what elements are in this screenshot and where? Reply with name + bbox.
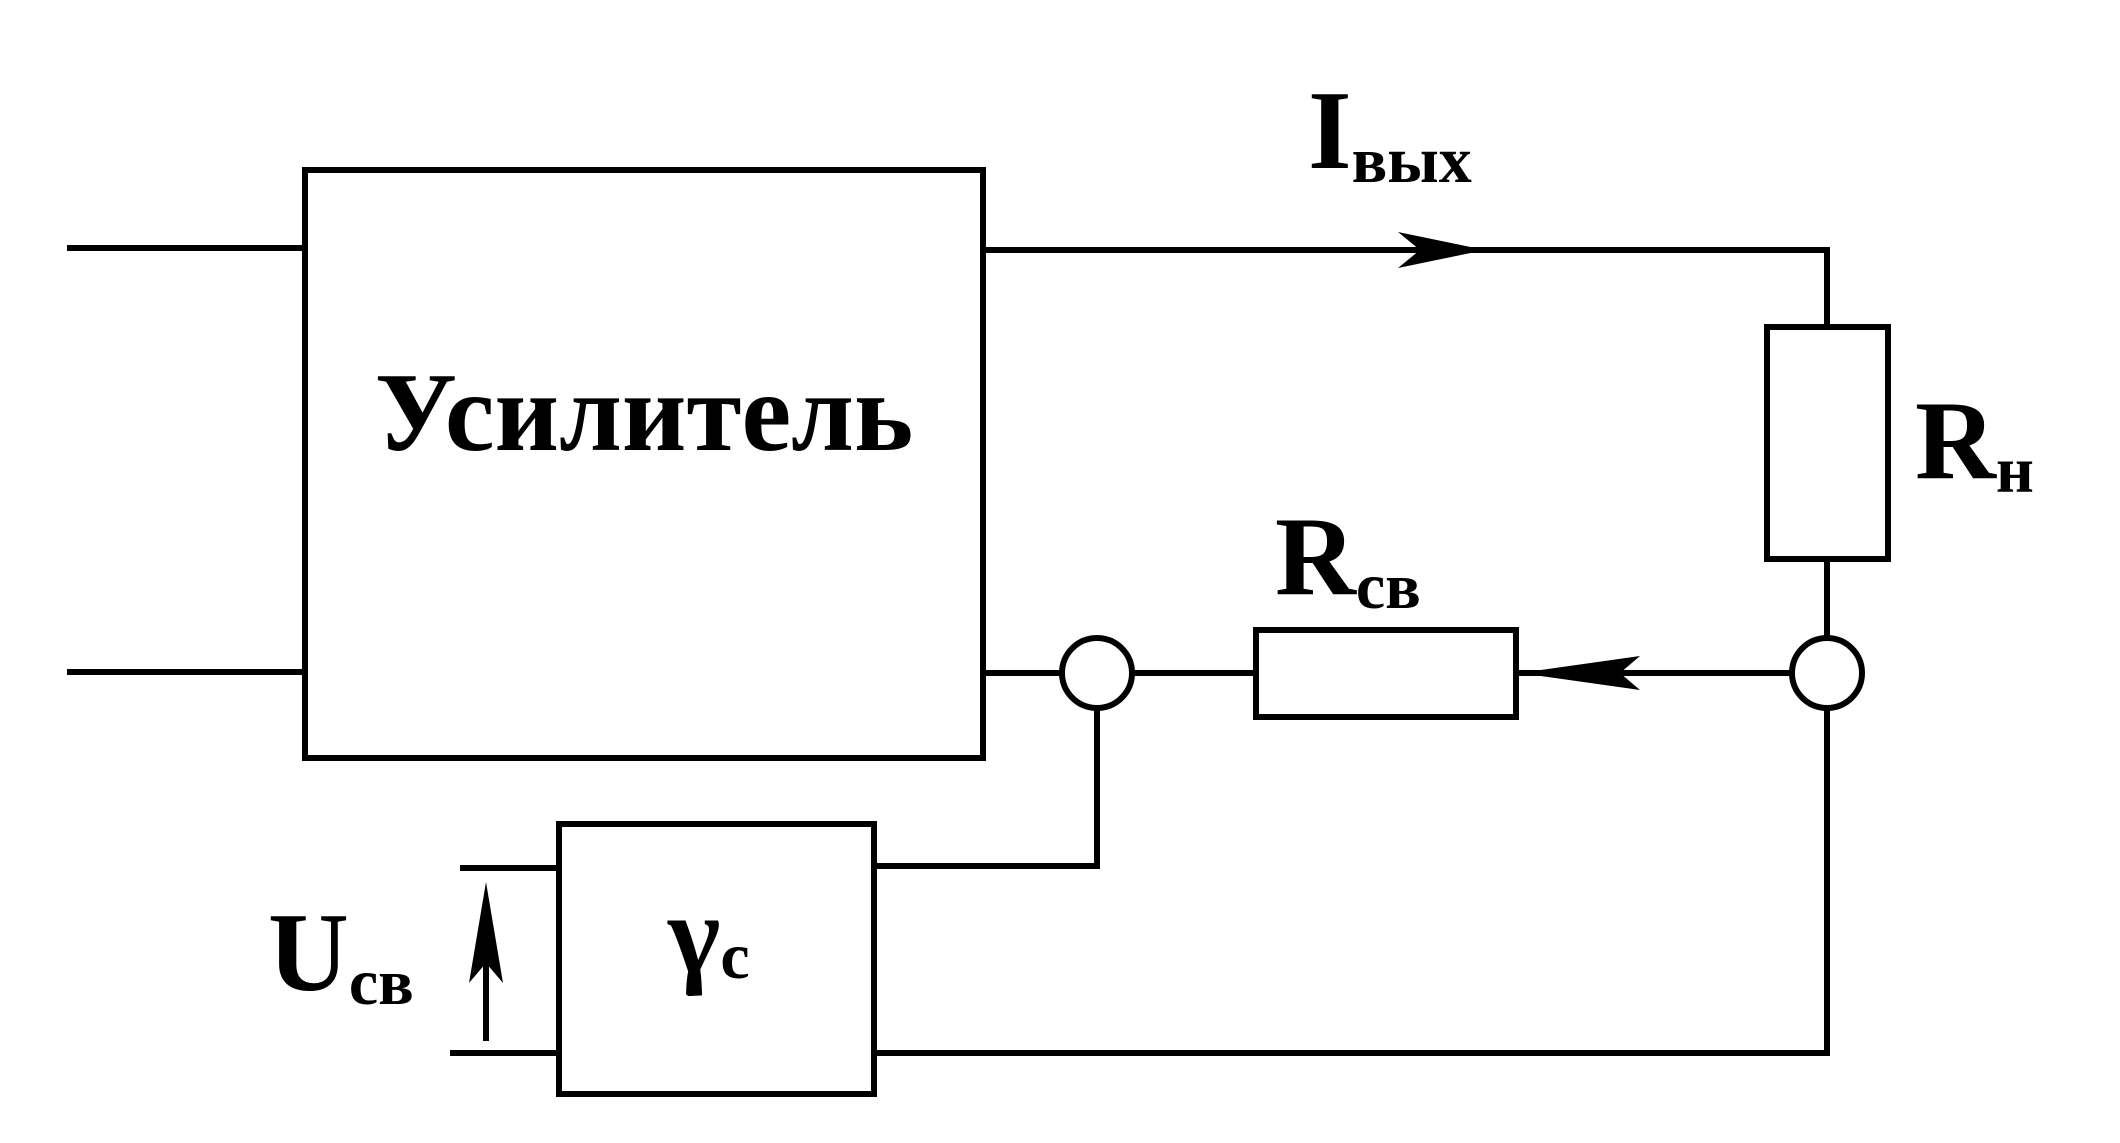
output-current-arrow [1398, 232, 1485, 268]
output-current-subscript: вых [1352, 124, 1472, 197]
amplifier-block [302, 167, 986, 761]
right-node [1789, 635, 1865, 711]
feedback-resistor-label: Rсв [1275, 495, 1421, 623]
gamma-symbol: γ [667, 873, 720, 997]
feedback-resistor [1253, 627, 1519, 720]
amplifier-label: Усилитель [375, 351, 914, 475]
gamma-subscript: c [720, 920, 749, 993]
right-node-to-gamma-wire [871, 705, 1830, 1056]
output-wire [981, 247, 1830, 330]
load-resistor [1764, 324, 1891, 562]
feedback-voltage-subscript: св [349, 946, 414, 1019]
feedback-resistor-main: R [1275, 495, 1357, 619]
feedback-voltage-arrow-head [469, 882, 503, 983]
feedback-voltage-main: U [268, 891, 349, 1015]
left-node-to-gamma-wire [871, 705, 1100, 869]
load-resistor-main: R [1915, 379, 1997, 503]
output-current-main: I [1308, 69, 1352, 193]
load-resistor-label: Rн [1915, 379, 2034, 507]
gamma-label: γc [667, 873, 750, 997]
output-current-label: Iвых [1308, 69, 1472, 197]
left-node [1059, 635, 1135, 711]
feedback-voltage-label: Uсв [268, 891, 414, 1019]
feedback-resistor-subscript: св [1356, 550, 1421, 623]
gamma-block [556, 821, 877, 1097]
feedback-current-arrow [1520, 656, 1640, 690]
load-resistor-subscript: н [1996, 434, 2034, 507]
